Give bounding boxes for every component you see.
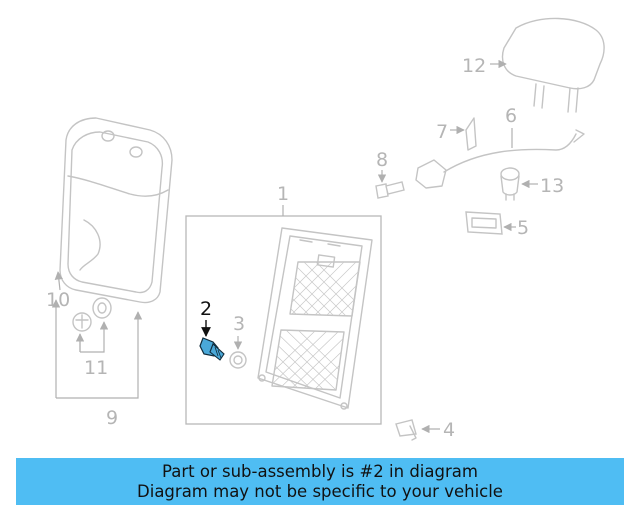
callout-3: 3: [233, 313, 245, 335]
callout-1: 1: [277, 183, 289, 205]
callout-10: 10: [46, 289, 70, 311]
latch-cable-part-6: [415, 129, 585, 189]
callout-7: 7: [436, 121, 448, 143]
seatback-frame-part: [257, 227, 373, 410]
callout-12: 12: [462, 55, 486, 77]
callout-13: 13: [540, 175, 564, 197]
callout-9: 9: [106, 407, 118, 429]
bolt-part-2: [199, 337, 225, 361]
knob-part-13: [500, 167, 520, 201]
seatback-cushion-part: [59, 117, 173, 304]
bracket-part-7: [465, 117, 477, 151]
callout-6: 6: [505, 105, 517, 127]
callout-2: 2: [200, 298, 212, 320]
bolt-part-8: [375, 181, 405, 199]
headrest-part-12: [501, 17, 605, 113]
switch-part-5: [465, 211, 503, 235]
bolt-part-4: [395, 419, 417, 441]
info-banner: Part or sub-assembly is #2 in diagram Di…: [16, 458, 624, 505]
clip-part: [72, 297, 112, 332]
banner-line-1: Part or sub-assembly is #2 in diagram: [162, 461, 478, 481]
banner-line-2: Diagram may not be specific to your vehi…: [137, 481, 503, 501]
grommet-part-3: [229, 351, 247, 369]
callout-11: 11: [84, 357, 108, 379]
callout-5: 5: [517, 217, 529, 239]
callout-4: 4: [443, 419, 455, 441]
callout-8: 8: [376, 149, 388, 171]
